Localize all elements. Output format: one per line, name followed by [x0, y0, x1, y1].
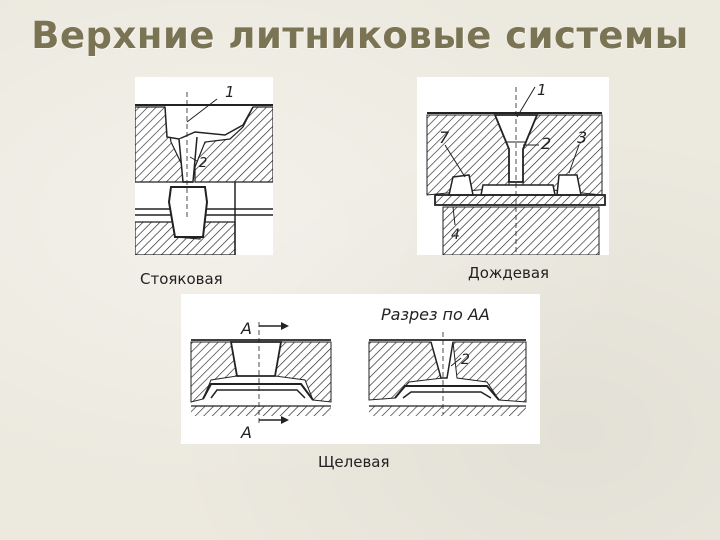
riser-label-1: 1 — [225, 83, 235, 101]
diagram-slot: A A Разрез по АА 2 — [181, 294, 540, 444]
diagram-riser: 1 2 — [135, 77, 273, 255]
page-title: Верхние литниковые системы — [31, 14, 689, 57]
rain-label-3: 3 — [577, 128, 587, 147]
slot-label-a-top: A — [240, 319, 252, 338]
riser-label-2: 2 — [199, 156, 207, 171]
slot-label-2: 2 — [461, 352, 470, 368]
slot-label-a-bottom: A — [240, 423, 252, 442]
caption-slot: Щелевая — [318, 453, 390, 471]
rain-label-4: 4 — [451, 227, 460, 243]
diagram-rain: 1 7 2 3 4 — [417, 77, 609, 255]
caption-rain: Дождевая — [468, 264, 550, 282]
rain-label-7: 7 — [439, 128, 450, 147]
caption-riser: Стояковая — [140, 270, 223, 288]
rain-label-2: 2 — [541, 134, 551, 153]
slot-section-title: Разрез по АА — [381, 305, 490, 324]
rain-label-1: 1 — [537, 81, 547, 99]
